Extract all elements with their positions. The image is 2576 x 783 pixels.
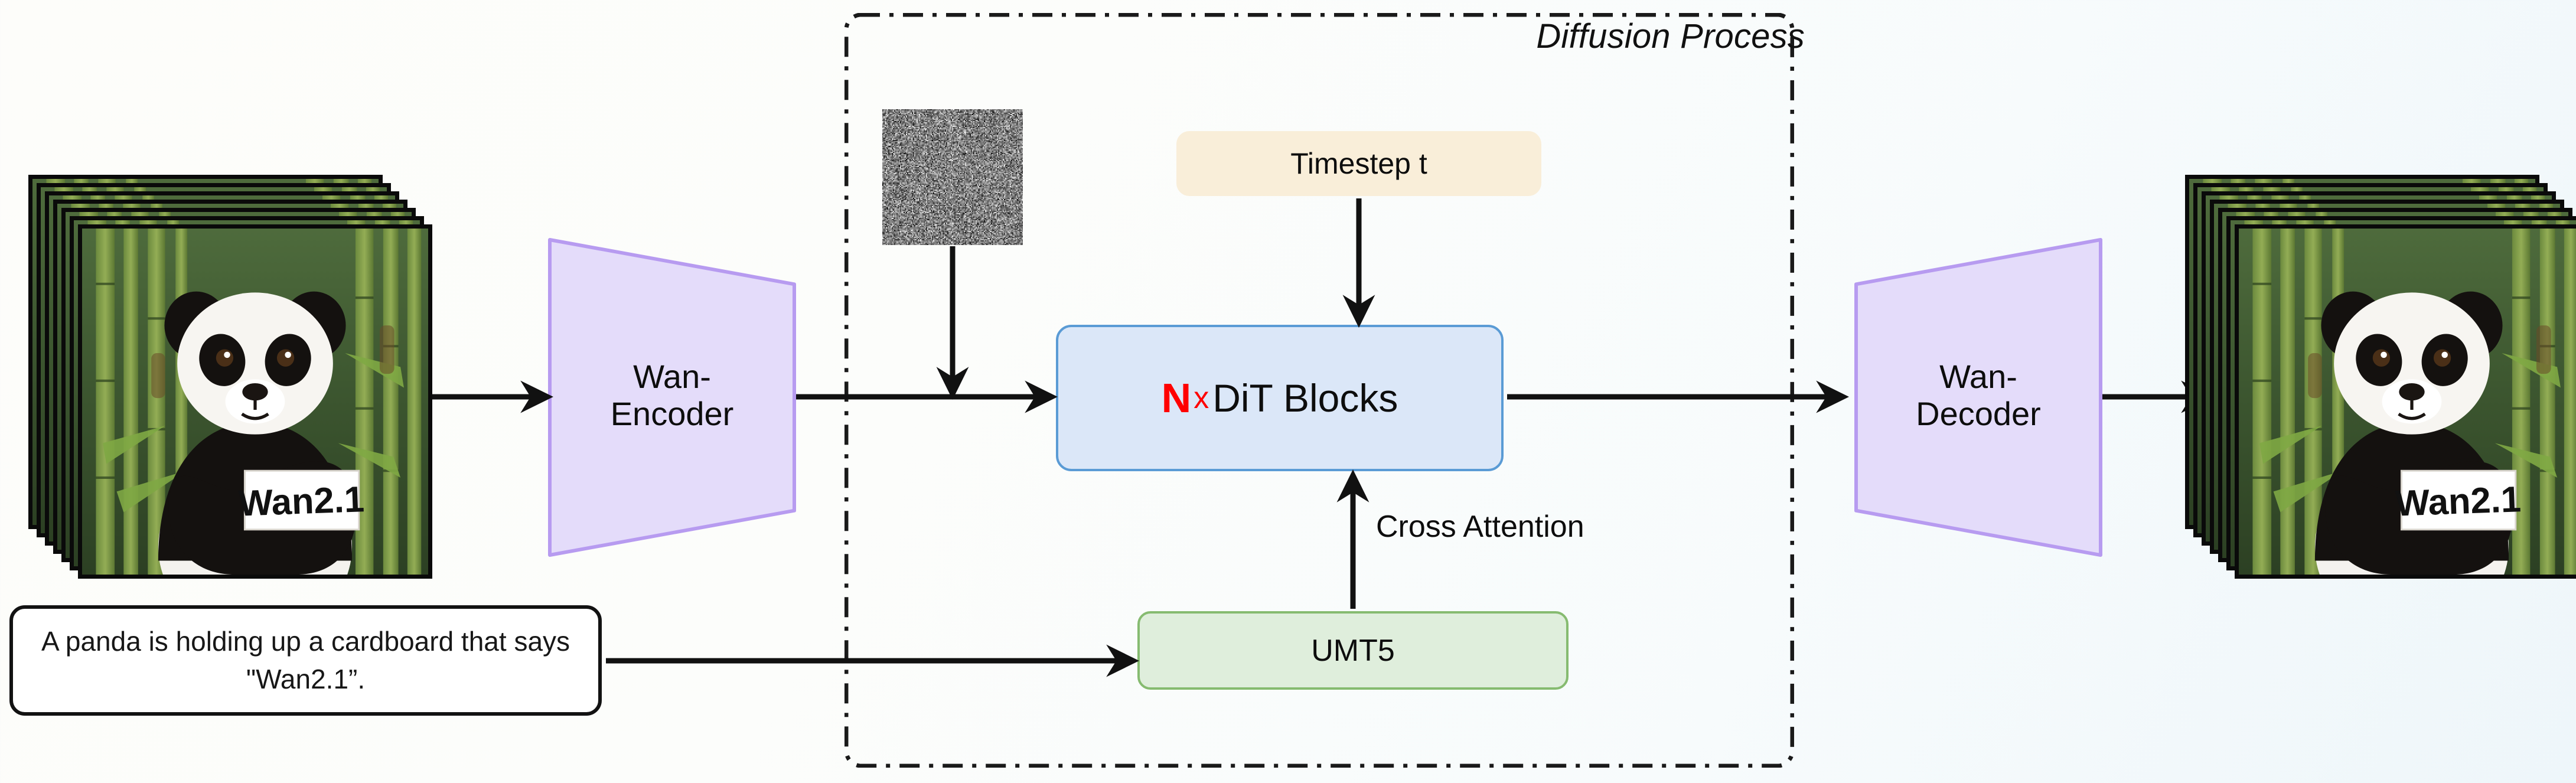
- dit-repeat-count: N: [1161, 375, 1192, 421]
- timestep-block[interactable]: Timestep t: [1176, 131, 1541, 196]
- output-video-frames: Wan2.1: [2185, 175, 2576, 579]
- panda-frame-image: Wan2.1: [2239, 229, 2576, 575]
- timestep-label: Timestep t: [1290, 147, 1427, 180]
- panda-frame-image: Wan2.1: [82, 229, 428, 575]
- video-frame: Wan2.1: [78, 224, 432, 579]
- wan-encoder-block[interactable]: Wan- Encoder: [548, 238, 796, 557]
- svg-text:Wan2.1: Wan2.1: [238, 479, 365, 524]
- svg-text:Wan2.1: Wan2.1: [2395, 479, 2522, 524]
- cross-attention-label: Cross Attention: [1376, 510, 1584, 544]
- wan-decoder-block[interactable]: Wan- Decoder: [1854, 238, 2102, 557]
- input-video-frames: Wan2.1: [28, 175, 432, 579]
- video-frame: Wan2.1: [2235, 224, 2576, 579]
- gaussian-noise-patch: [882, 109, 1023, 245]
- text-prompt-box[interactable]: A panda is holding up a cardboard that s…: [9, 605, 602, 716]
- umt5-text-encoder-block[interactable]: UMT5: [1137, 611, 1569, 690]
- dit-multiply-icon: x: [1194, 381, 1209, 415]
- dit-blocks-block[interactable]: N x DiT Blocks: [1056, 325, 1504, 471]
- text-prompt-value: A panda is holding up a cardboard that s…: [41, 626, 570, 694]
- gaussian-noise-canvas: [882, 109, 1023, 245]
- diffusion-process-label: Diffusion Process: [1536, 17, 1805, 56]
- umt5-label: UMT5: [1311, 633, 1395, 668]
- dit-blocks-label: DiT Blocks: [1212, 376, 1398, 420]
